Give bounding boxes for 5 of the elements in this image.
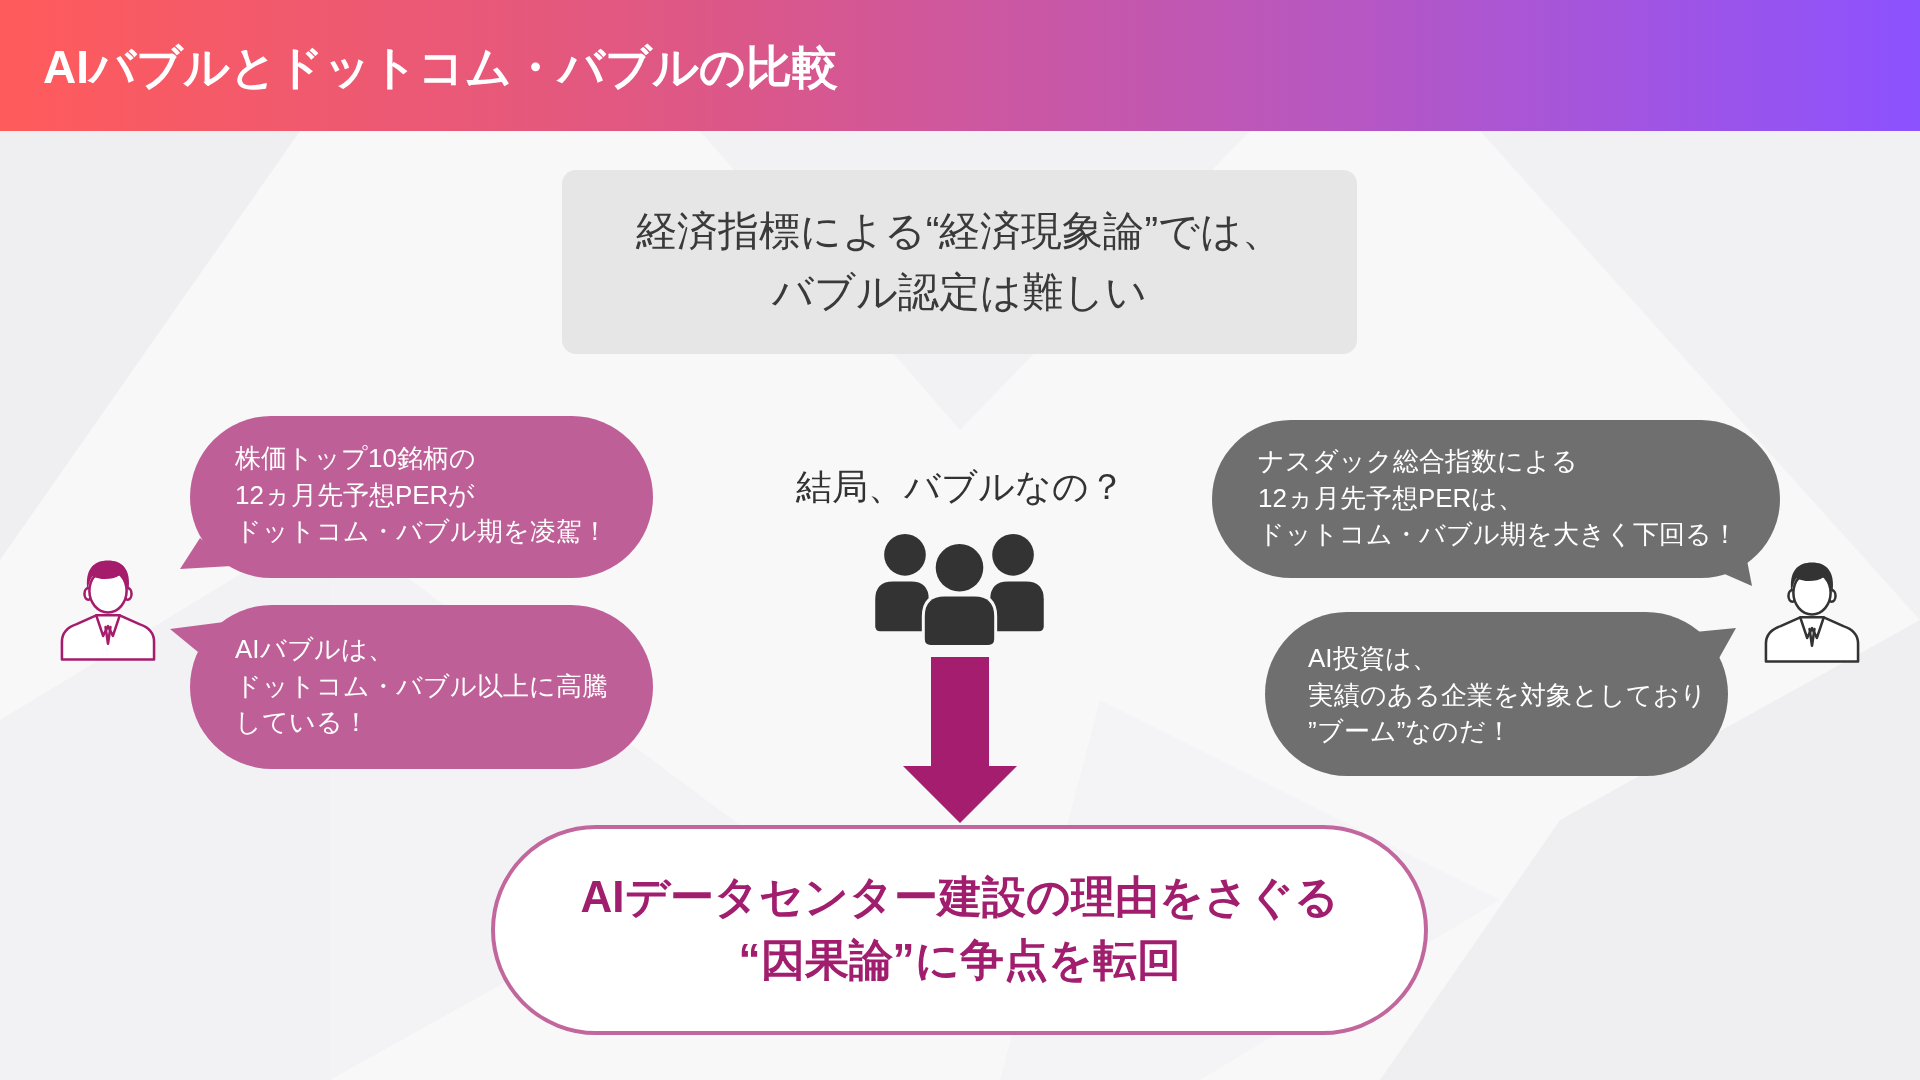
rounded-box: AIデータセンター建設の理由をさぐる“因果論”に争点を転回 xyxy=(491,825,1428,1035)
title: AIバブルとドットコム・バブルの比較 xyxy=(43,40,838,95)
text-box: 経済指標による“経済現象論”では、バブル認定は難しい xyxy=(562,170,1357,354)
question-text: 結局、バブルなの？ xyxy=(794,465,1126,509)
arrow xyxy=(903,657,1017,823)
